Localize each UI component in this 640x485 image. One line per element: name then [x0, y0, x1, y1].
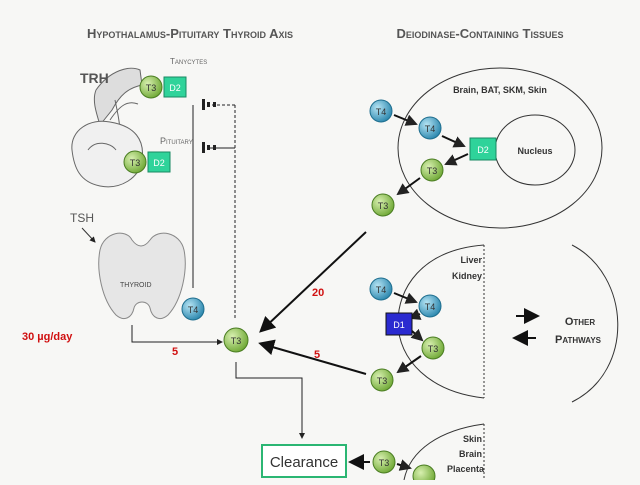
- liver-t4-in-arrow: [393, 292, 418, 304]
- arrow-5-liver-label: 5: [314, 349, 320, 361]
- liver-d1: D1: [385, 312, 413, 336]
- tanycytes-d2: D2: [163, 76, 187, 98]
- liver-t3-inside: T3: [421, 336, 445, 360]
- brain-t4-inside: T4: [418, 116, 442, 140]
- t3-text: T3: [379, 458, 390, 468]
- brain-t3-inside: T3: [420, 158, 444, 182]
- t3-text: T3: [378, 201, 389, 211]
- pituitary-t3: T3: [123, 150, 147, 174]
- other-pathways-bracket: [571, 244, 619, 403]
- nucleus-label: Nucleus: [517, 146, 552, 156]
- brain-t3-out-arrow: [396, 177, 421, 196]
- tanycytes-t3: T3: [139, 75, 163, 99]
- central-t3: T3: [223, 327, 249, 353]
- liver-t4-outside: T4: [369, 277, 393, 301]
- placenta-cell: [403, 423, 485, 481]
- liver-t4-inside: T4: [418, 294, 442, 318]
- d2-text: D2: [477, 145, 489, 155]
- clearance-box: [261, 444, 347, 478]
- t4-text: T4: [376, 107, 387, 117]
- hypothalamus-pituitary-illustration: [71, 67, 144, 188]
- t3-text: T3: [428, 344, 439, 354]
- d2-text: D2: [153, 158, 165, 168]
- brain-d2: D2: [469, 137, 497, 161]
- right-title: Deiodinase-Containing Tissues: [396, 26, 563, 41]
- feedback-lines: [192, 104, 236, 318]
- t3-text: T3: [130, 158, 141, 168]
- brain-t4-outside: T4: [369, 99, 393, 123]
- arrow-5-thyroid-label: 5: [172, 346, 178, 358]
- secretion-label: 30 µg/day: [22, 331, 73, 343]
- placenta-label: Placenta: [447, 464, 485, 474]
- brain-t3-outside: T3: [371, 193, 395, 217]
- d2-text: D2: [169, 83, 181, 93]
- placenta-t3-inside: [412, 464, 436, 485]
- arrow-20-label: 20: [312, 287, 324, 299]
- t4-text: T4: [425, 302, 436, 312]
- inhibition-marks: [202, 99, 216, 153]
- liver-t3-out-arrow: [396, 355, 422, 374]
- liver-d1-to-t3-arrow: [410, 328, 424, 342]
- pathways-label: Pathways: [555, 334, 602, 346]
- thyroid-t4: T4: [181, 297, 205, 321]
- skin-label: Skin: [463, 434, 482, 444]
- trh-label: TRH: [80, 70, 109, 86]
- left-title: Hypothalamus-Pituitary Thyroid Axis: [87, 26, 293, 41]
- brain-d2-to-t3-arrow: [444, 153, 469, 166]
- liver-label: Liver: [460, 255, 482, 265]
- brain-to-t3-arrow: [259, 231, 367, 333]
- tanycytes-label: Tanycytes: [170, 57, 207, 66]
- tsh-label: TSH: [70, 211, 94, 225]
- thyroid-label: THYROID: [120, 282, 152, 289]
- placenta-t3-in-arrow: [396, 459, 412, 471]
- t3-text: T3: [427, 166, 438, 176]
- t3-text: T3: [146, 83, 157, 93]
- d1-text: D1: [393, 320, 405, 330]
- brain-tissues-label: Brain, BAT, SKM, Skin: [453, 85, 547, 95]
- liver-to-t3-arrow: [258, 339, 367, 375]
- liver-t3-outside: T3: [370, 368, 394, 392]
- pituitary-d2: D2: [147, 151, 171, 173]
- tsh-arrow: [81, 227, 96, 243]
- brain-label: Brain: [459, 449, 482, 459]
- brain-t4-to-d2-arrow: [441, 135, 466, 148]
- t3-text: T3: [231, 336, 242, 346]
- t4-text: T4: [425, 124, 436, 134]
- placenta-t3-outside: T3: [372, 450, 396, 474]
- other-label: Other: [565, 316, 596, 328]
- pituitary-label: Pituitary: [160, 136, 193, 146]
- brain-cell: [397, 67, 603, 229]
- clearance-label: Clearance: [270, 454, 338, 471]
- t4-text: T4: [188, 305, 199, 315]
- brain-t4-in-arrow: [393, 114, 418, 126]
- t3-text: T3: [377, 376, 388, 386]
- thyroid-gland: [98, 232, 186, 319]
- t3-to-clearance-arrow: [235, 362, 305, 439]
- t4-text: T4: [376, 285, 387, 295]
- thyroid-to-t3-arrow: [131, 325, 223, 345]
- kidney-label: Kidney: [452, 271, 482, 281]
